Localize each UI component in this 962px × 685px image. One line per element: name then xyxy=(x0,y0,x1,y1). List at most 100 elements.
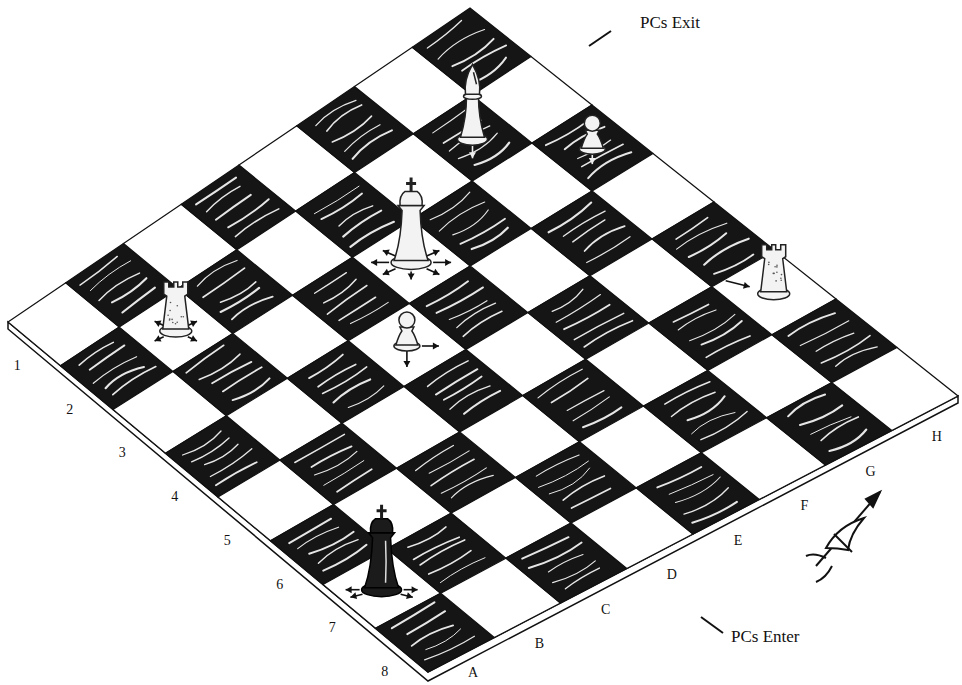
move-arrow xyxy=(350,592,362,599)
square-streak xyxy=(800,321,849,346)
arrow-head xyxy=(155,335,162,341)
square-streak xyxy=(538,369,582,398)
square-streak xyxy=(669,475,713,495)
square-streak xyxy=(441,468,486,493)
square-streak xyxy=(450,386,490,409)
square-streak xyxy=(79,342,113,365)
arrow-head xyxy=(408,273,415,279)
king-body xyxy=(394,205,428,260)
file-letter: D xyxy=(667,568,677,582)
square-streak xyxy=(80,256,117,285)
leader-line xyxy=(701,617,723,633)
arrow-head xyxy=(190,321,197,327)
rank-number: 4 xyxy=(171,490,178,504)
pawn-head xyxy=(399,312,415,328)
square-streak xyxy=(552,289,583,311)
king-cross xyxy=(377,505,387,519)
square-streak xyxy=(549,203,592,233)
rank-number: 6 xyxy=(276,578,283,592)
move-arrow xyxy=(726,281,750,289)
square-streak xyxy=(228,199,269,227)
square-streak xyxy=(573,220,605,242)
rook-stipple xyxy=(776,266,778,268)
square-streak xyxy=(564,305,610,329)
board-layer xyxy=(8,8,958,681)
square-streak xyxy=(309,532,353,554)
arrow-head xyxy=(469,152,476,158)
square-streak xyxy=(438,30,484,60)
rook-stipple xyxy=(177,305,179,307)
symbol-tail xyxy=(806,554,832,582)
square-streak xyxy=(546,121,588,145)
move-arrow xyxy=(155,335,164,341)
symbol-head xyxy=(866,492,880,507)
rook-stipple xyxy=(780,277,782,279)
square-streak xyxy=(315,451,357,475)
rook-stipple xyxy=(169,319,171,321)
square-streak xyxy=(324,279,356,303)
rook-stipple xyxy=(181,316,183,318)
arrow-head xyxy=(433,343,439,350)
king-piece xyxy=(391,177,431,269)
arrow-shaft xyxy=(383,269,396,275)
square-streak xyxy=(574,313,623,339)
square-streak xyxy=(196,178,236,205)
rook-stipple xyxy=(175,323,177,325)
rook-stipple xyxy=(172,322,174,324)
square-streak xyxy=(223,367,262,391)
move-arrow xyxy=(433,259,451,266)
king-crown xyxy=(370,519,392,533)
bishop-body xyxy=(460,97,484,137)
move-arrow xyxy=(403,351,410,367)
file-letter: G xyxy=(866,465,876,479)
rook-body xyxy=(163,282,189,329)
square-streak xyxy=(427,21,461,48)
rank-number: 8 xyxy=(381,665,388,679)
square-streak xyxy=(392,602,435,628)
square-streak xyxy=(536,455,579,476)
square-streak xyxy=(464,391,500,414)
square-streak xyxy=(90,261,130,291)
king-body xyxy=(365,533,399,588)
square-streak xyxy=(436,369,478,394)
square-streak xyxy=(565,127,605,149)
move-arrow xyxy=(188,321,197,327)
arrow-head xyxy=(589,158,596,164)
move-arrow xyxy=(408,271,415,279)
direction-symbol xyxy=(806,492,880,582)
move-arrow xyxy=(383,250,396,257)
square-streak xyxy=(339,206,373,226)
square-streak xyxy=(565,568,599,589)
square-streak xyxy=(563,476,604,500)
square-streak xyxy=(408,527,446,547)
square-streak xyxy=(221,288,260,312)
square-streak xyxy=(676,477,721,503)
exit-entry-label: PCs Exit xyxy=(640,14,700,31)
square-streak xyxy=(99,273,140,300)
square-streak xyxy=(552,378,588,402)
square-streak xyxy=(197,261,237,287)
rank-number: 3 xyxy=(119,446,126,460)
symbol-stroke xyxy=(834,534,852,552)
pawn-head xyxy=(584,115,600,131)
square-streak xyxy=(585,226,625,251)
square-streak xyxy=(553,561,596,583)
square-streak xyxy=(295,434,345,462)
arrow-head xyxy=(350,592,357,599)
square-streak xyxy=(665,382,710,404)
square-streak xyxy=(690,314,735,340)
square-streak xyxy=(205,444,238,465)
square-streak xyxy=(343,211,381,237)
square-streak xyxy=(425,636,475,660)
square-streak xyxy=(549,468,589,494)
square-streak xyxy=(321,194,362,220)
square-streak xyxy=(339,297,375,320)
square-streak xyxy=(677,223,727,249)
move-arrow xyxy=(155,321,164,327)
bishop-piece xyxy=(457,64,487,145)
file-letter: E xyxy=(734,534,743,548)
king-piece xyxy=(362,505,402,597)
move-arrow xyxy=(404,586,418,593)
rook-body xyxy=(761,245,787,292)
